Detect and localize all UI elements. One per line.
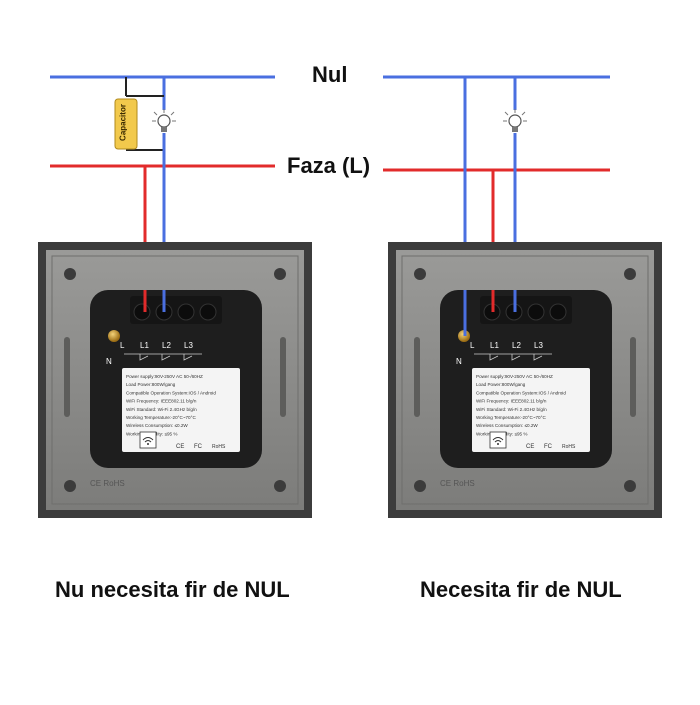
terminal-label-l: L: [120, 341, 125, 350]
terminal-label-n: N: [106, 357, 112, 366]
ce-rohs-plate-mark: CE RoHS: [90, 479, 125, 488]
spec-line: Load Power:800W/gang: [126, 382, 176, 387]
neutral-label: Nul: [312, 62, 348, 87]
mounting-hole: [624, 480, 636, 492]
mounting-hole: [64, 268, 76, 280]
terminal-screw: [527, 303, 545, 321]
switch-plate-right: L L1 L2 L3N Power supply:90V-250V AC 50-/60H…: [388, 242, 662, 518]
left-caption: Nu necesita fir de NUL: [55, 577, 290, 602]
switch-symbol: [139, 354, 149, 361]
switch-symbol: [489, 354, 499, 361]
ce-mark: CE: [526, 444, 534, 450]
spec-line: Compatible Operation System:IOS / Androi…: [126, 390, 216, 395]
ce-rohs-plate-mark: CE RoHS: [440, 479, 475, 488]
spec-line: WiFi Frequency: IEEE802.11 b/g/n: [476, 399, 547, 404]
mounting-slot: [414, 337, 420, 417]
spec-sticker: [122, 368, 240, 452]
spec-line: WiFi Standard: Wi-Fi 2.4GHz b/g/n: [126, 407, 197, 412]
terminal-block: [480, 296, 572, 324]
switch-symbol: [533, 354, 543, 361]
switch-plate-left: L L1 L2 L3N Power supply:90V-250V AC 50-/60H…: [38, 242, 312, 518]
right-caption: Necesita fir de NUL: [420, 577, 622, 602]
switch-symbol: [511, 354, 521, 361]
mounting-slot: [630, 337, 636, 417]
spec-line: Wireless Consumption: ≤0.2W: [126, 423, 188, 428]
bulb-icon: [152, 109, 176, 132]
terminal-screw: [133, 303, 151, 321]
capacitor-icon: [114, 98, 138, 150]
mounting-hole: [414, 480, 426, 492]
switch-symbol: [183, 354, 193, 361]
terminal-label-l2: L2: [512, 341, 521, 350]
mounting-hole: [274, 480, 286, 492]
terminal-label-l1: L1: [140, 341, 149, 350]
spec-line: WiFi Standard: Wi-Fi 2.4GHz b/g/n: [476, 407, 547, 412]
switch-symbol: [161, 354, 171, 361]
spec-line: WiFi Frequency: IEEE802.11 b/g/n: [126, 399, 197, 404]
terminal-label-n: N: [456, 357, 462, 366]
terminal-label-l1: L1: [490, 341, 499, 350]
spec-line: Wireless Consumption: ≤0.2W: [476, 423, 538, 428]
mounting-slot: [280, 337, 286, 417]
spec-line: Load Power:800W/gang: [476, 382, 526, 387]
terminal-label-l: L: [470, 341, 475, 350]
terminal-wire-ends: [143, 290, 517, 336]
rohs-mark: RoHS: [212, 444, 226, 450]
spec-line: Compatible Operation System:IOS / Androi…: [476, 390, 566, 395]
ce-mark: CE: [176, 444, 184, 450]
capacitor-label: Capacitor: [118, 104, 128, 141]
terminal-block: [130, 296, 222, 324]
spec-line: Power supply:90V-250V AC 50-/60HZ: [476, 374, 553, 379]
terminal-label-l3: L3: [184, 341, 193, 350]
bulb-icon: [503, 109, 527, 132]
spec-line: Power supply:90V-250V AC 50-/60HZ: [126, 374, 203, 379]
terminal-screw: [199, 303, 217, 321]
terminal-label-l3: L3: [534, 341, 543, 350]
mounting-hole: [274, 268, 286, 280]
neutral-terminal: [108, 330, 120, 342]
terminal-screw: [177, 303, 195, 321]
fc-mark: FC: [544, 444, 553, 450]
spec-line: Working Temperature:-20°C~70°C: [476, 415, 546, 420]
mounting-hole: [414, 268, 426, 280]
fc-mark: FC: [194, 444, 203, 450]
spec-line: Working Temperature:-20°C~70°C: [126, 415, 196, 420]
spec-sticker: [472, 368, 590, 452]
mounting-slot: [64, 337, 70, 417]
phase-label: Faza (L): [287, 153, 371, 178]
mounting-hole: [624, 268, 636, 280]
terminal-label-l2: L2: [162, 341, 171, 350]
mounting-hole: [64, 480, 76, 492]
terminal-screw: [549, 303, 567, 321]
rohs-mark: RoHS: [562, 444, 576, 450]
